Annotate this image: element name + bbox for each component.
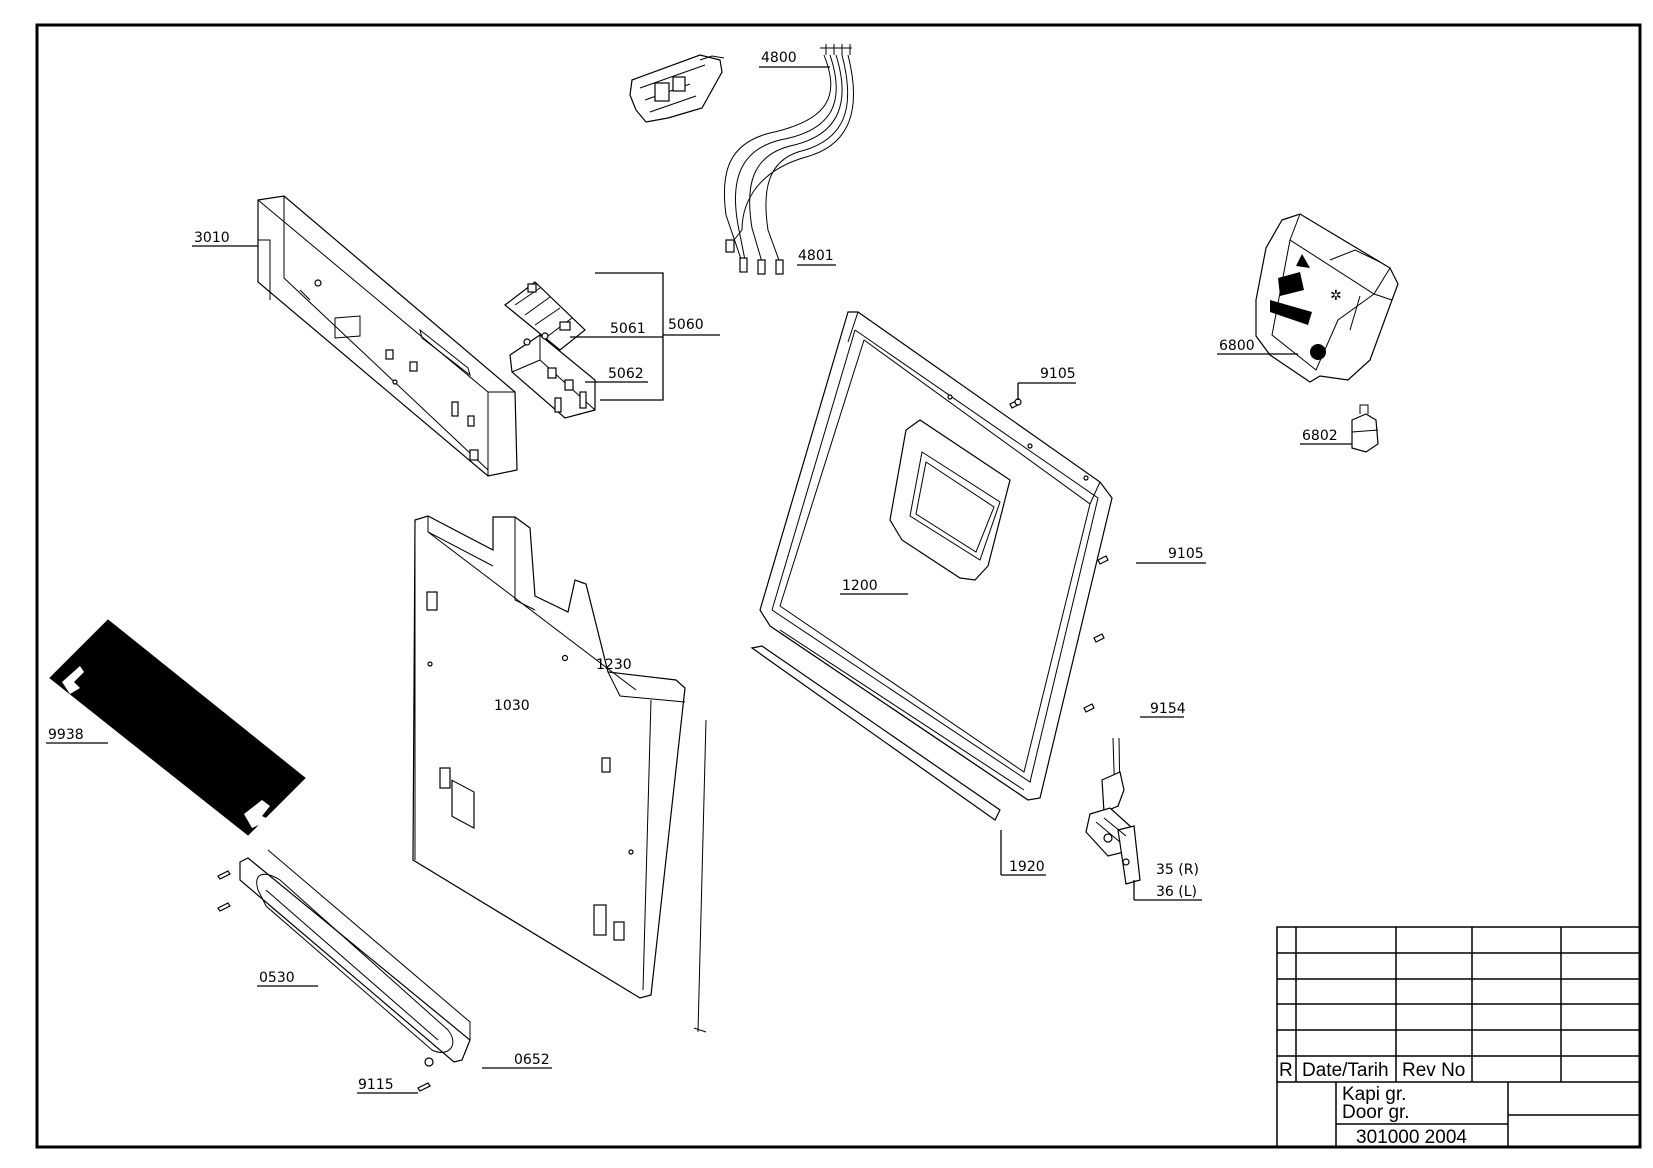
- callout-5062: 5062: [608, 366, 644, 382]
- callout-3010: 3010: [194, 230, 230, 246]
- drawing-frame: [35, 23, 1642, 1149]
- part-1030-door-panel: [412, 515, 707, 1033]
- callout-35-right: 35 (R): [1156, 862, 1199, 878]
- part-6802-dispenser-actuator: [1351, 404, 1379, 453]
- callout-5061: 5061: [610, 321, 646, 337]
- part-9154-screws: [1083, 633, 1105, 713]
- callout-9105-top: 9105: [1040, 366, 1076, 382]
- part-5062-board: [509, 332, 596, 419]
- callout-1030: 1030: [494, 698, 530, 714]
- title-block-text: R Date/Tarih Rev No Kapi gr. Door gr. 30…: [1279, 1060, 1467, 1148]
- part-4801-wire-harness: [723, 44, 855, 275]
- drawing-number: 301000 2004: [1356, 1127, 1467, 1148]
- rev-no-header: Rev No: [1402, 1060, 1465, 1081]
- callout-36-left: 36 (L): [1156, 884, 1197, 900]
- dispenser-symbol-icon: ✲: [1330, 288, 1342, 304]
- leader-lines: [46, 66, 1352, 1094]
- part-0652-handle-profile: [239, 849, 471, 1063]
- callout-9105-side: 9105: [1168, 546, 1204, 562]
- callout-9154: 9154: [1150, 701, 1186, 717]
- part-35-36-door-hinge: [1085, 737, 1141, 885]
- callout-9115: 9115: [358, 1077, 394, 1093]
- callout-6802: 6802: [1302, 428, 1338, 444]
- date-header: Date/Tarih: [1302, 1060, 1389, 1081]
- part-9115-screws: [217, 870, 434, 1092]
- callout-4800: 4800: [761, 50, 797, 66]
- part-6800-detergent-dispenser: ✲: [1255, 213, 1399, 383]
- callout-4801: 4801: [798, 248, 834, 264]
- title-turkish: Kapi gr.: [1342, 1084, 1406, 1105]
- part-1200-door-frame: [759, 311, 1113, 801]
- title-block: [1276, 926, 1641, 1148]
- callout-5060: 5060: [668, 317, 704, 333]
- callout-labels: 4800 4801 3010 5060 5061 5062 6800 6802 …: [48, 50, 1338, 1093]
- part-3010-control-panel: [257, 195, 518, 477]
- callout-1230: 1230: [596, 657, 632, 673]
- callout-0530: 0530: [259, 970, 295, 986]
- part-1920-seal-strip: [750, 645, 1001, 821]
- title-english: Door gr.: [1342, 1102, 1410, 1123]
- callout-1200: 1200: [842, 578, 878, 594]
- callout-6800: 6800: [1219, 338, 1255, 354]
- callout-0652: 0652: [514, 1052, 550, 1068]
- callout-1920: 1920: [1009, 859, 1045, 875]
- part-9938-insulation-pad: [49, 619, 306, 836]
- rev-marker: R: [1279, 1060, 1293, 1081]
- part-4800-switch-module: [629, 54, 725, 123]
- callout-9938: 9938: [48, 727, 84, 743]
